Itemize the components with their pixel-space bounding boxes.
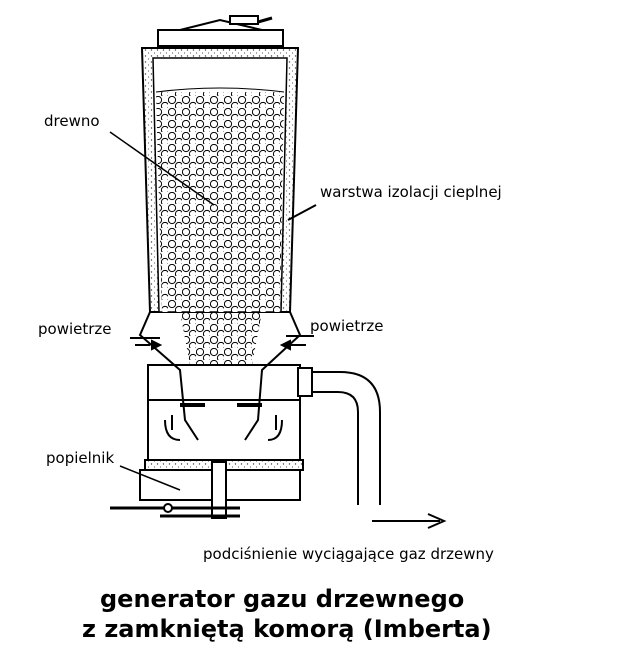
suction-arrow-icon — [372, 513, 447, 529]
wood-charge — [156, 92, 284, 365]
label-suction: podciśnienie wyciągające gaz drzewny — [203, 545, 494, 563]
label-ash-pan: popielnik — [46, 449, 115, 467]
title-line-1: generator gazu drzewnego — [100, 585, 465, 613]
title-line-2: z zamkniętą komorą (Imberta) — [82, 615, 492, 643]
label-wood: drewno — [44, 112, 100, 130]
gas-outlet-pipe — [297, 367, 381, 505]
throat — [130, 311, 314, 441]
lower-chamber — [147, 364, 301, 464]
insulation-leader — [287, 204, 317, 221]
label-air-right: powietrze — [310, 317, 384, 335]
label-insulation: warstwa izolacji cieplnej — [320, 183, 502, 201]
ash-pan-leader — [119, 465, 181, 491]
wood-leader — [109, 131, 215, 206]
lid — [157, 15, 284, 47]
ash-pan — [110, 459, 304, 519]
label-air-left: powietrze — [38, 320, 112, 338]
